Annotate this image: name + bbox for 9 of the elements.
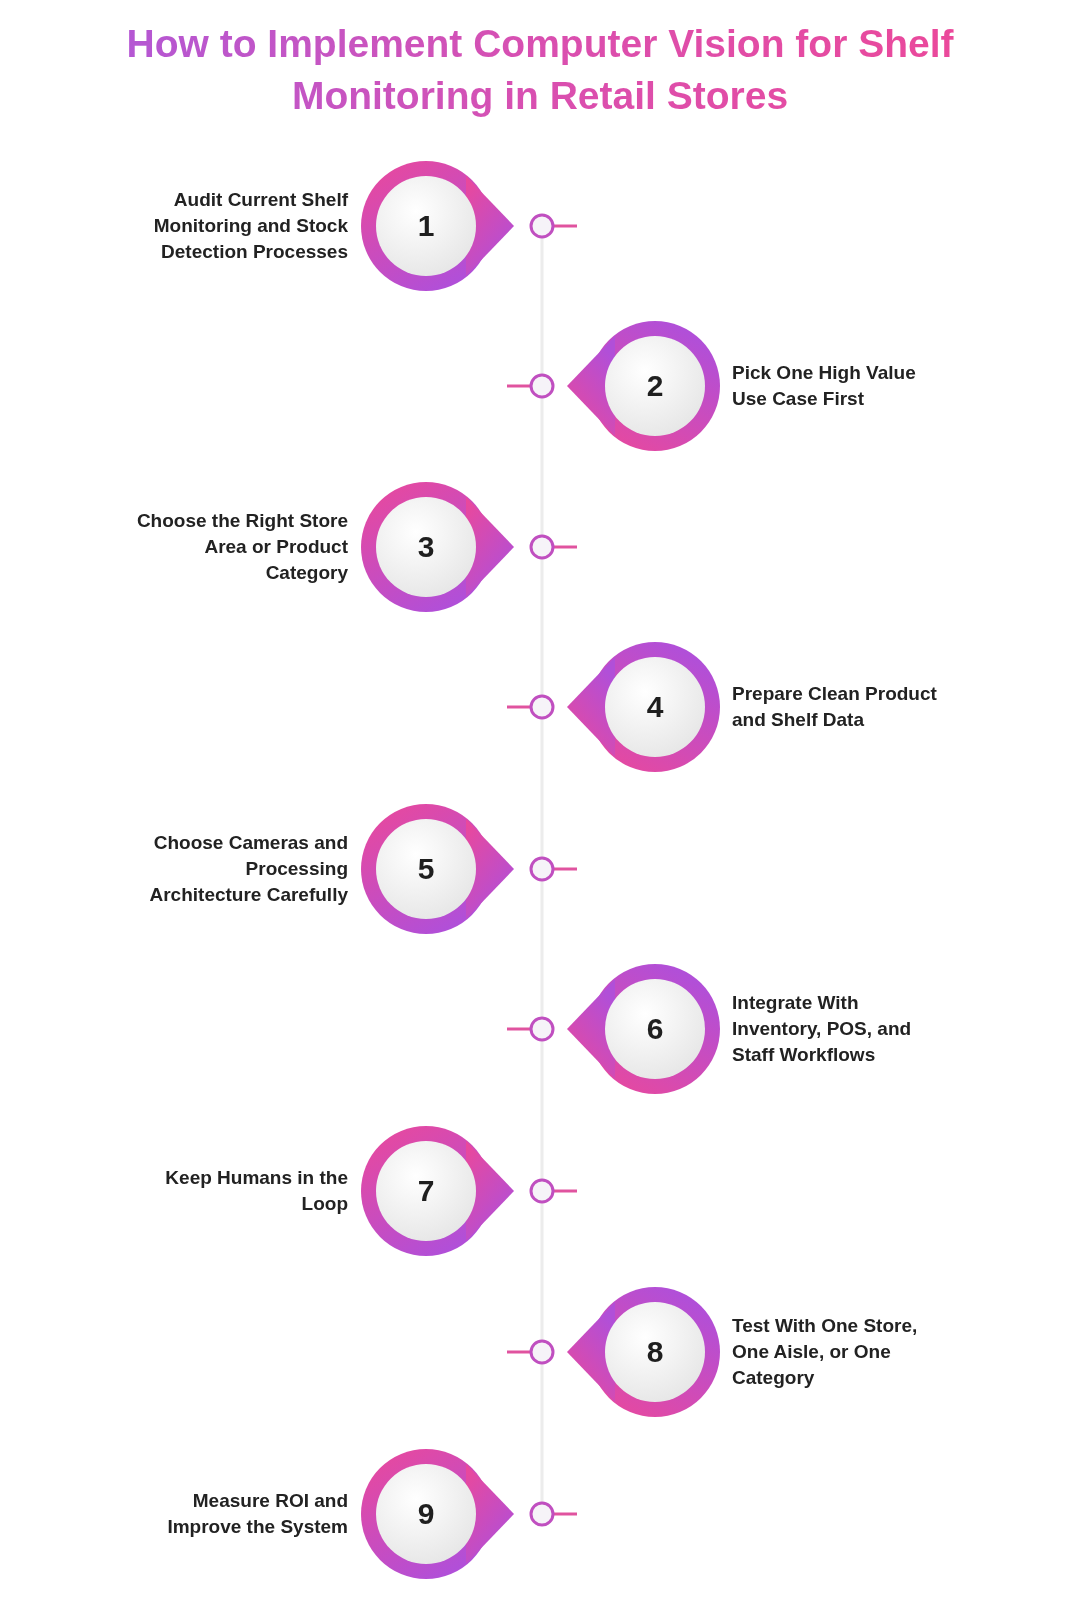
step-description: Choose the Right Store Area or Product Category [135, 509, 348, 585]
step-description: Measure ROI and Improve the System [166, 1489, 348, 1539]
step-description: Audit Current Shelf Monitoring and Stock Detection Processes [152, 188, 348, 264]
step-description: Prepare Clean Product and Shelf Data [732, 682, 937, 732]
step-description: Integrate With Inventory, POS, and Staff Workflows [732, 991, 913, 1067]
step-description: Pick One High Value Use Case First [732, 361, 917, 411]
step-description: Choose Cameras and Processing Architecture Carefully [148, 831, 348, 907]
step-description: Test With One Store, One Aisle, or One Category [732, 1314, 919, 1390]
step-description: Keep Humans in the Loop [164, 1166, 348, 1216]
